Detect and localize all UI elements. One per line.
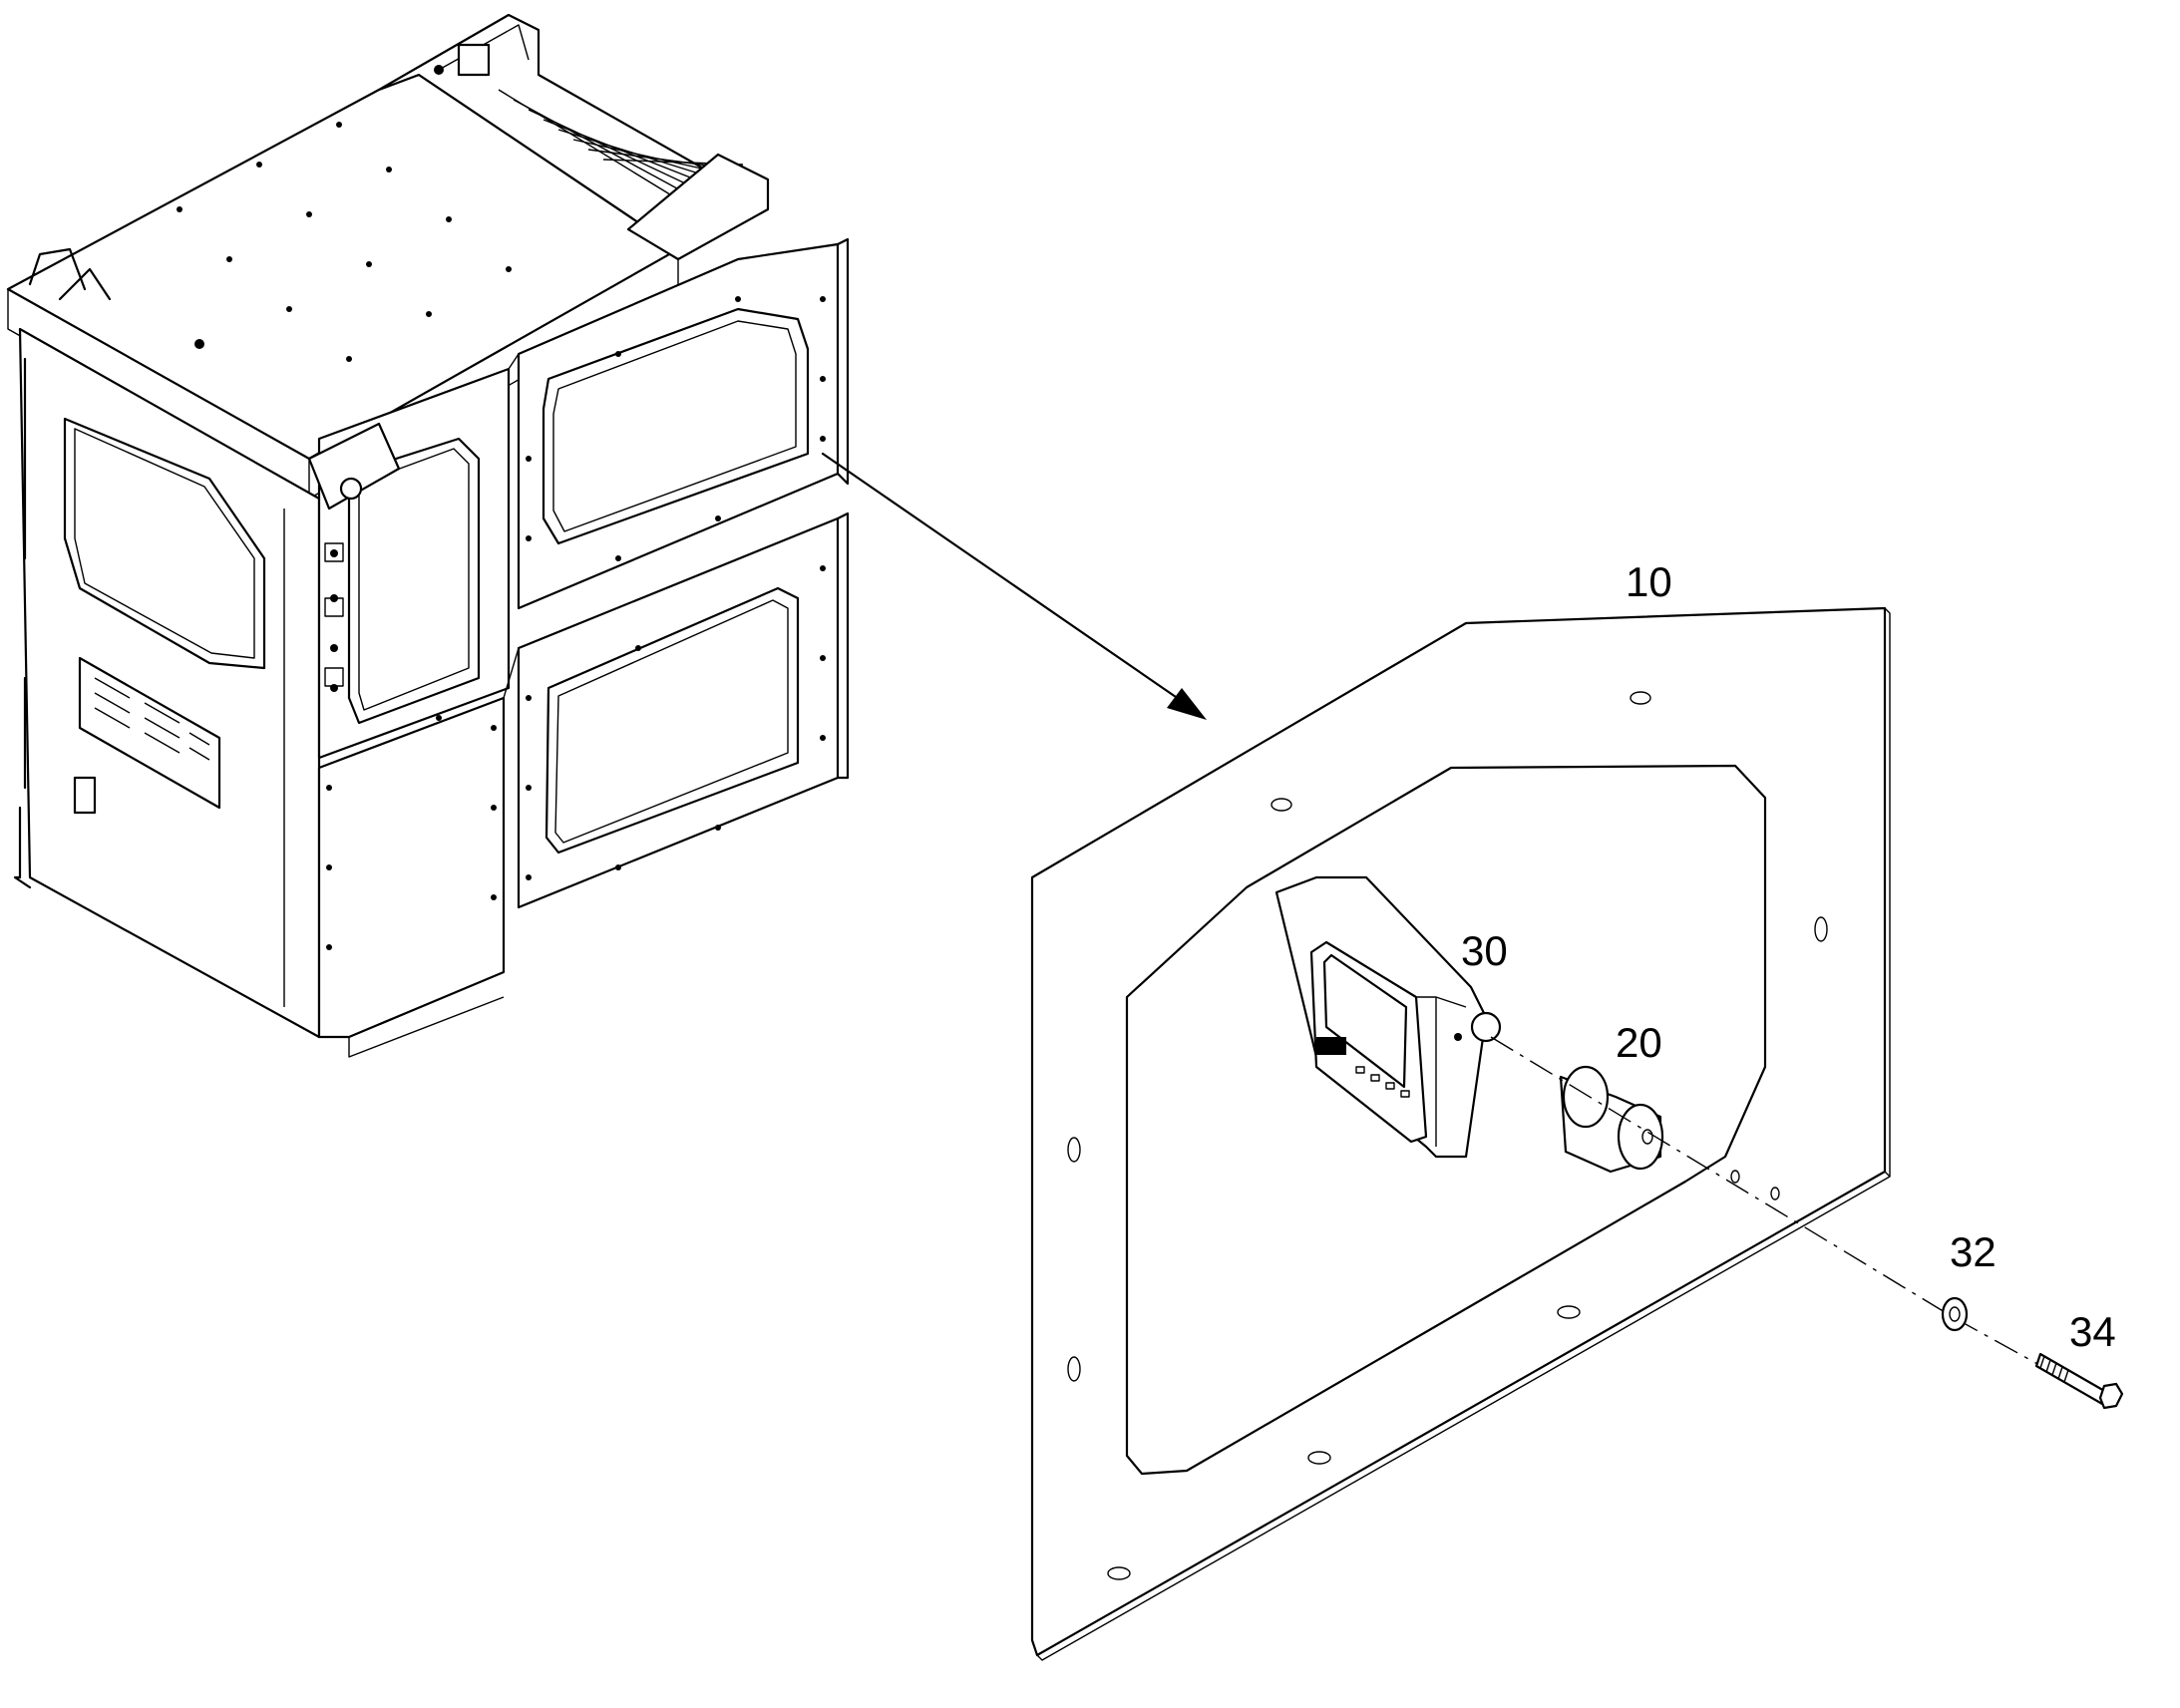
display-monitor <box>1274 875 1502 1159</box>
front-panel-lower-left <box>317 696 506 1039</box>
callout-32: 32 <box>1950 1228 1997 1275</box>
spacer <box>1559 1065 1664 1174</box>
cab-assembly <box>6 13 850 1058</box>
callout-30: 30 <box>1461 927 1508 974</box>
callout-10: 10 <box>1626 558 1672 605</box>
bolt <box>2034 1352 2124 1410</box>
roof-bolts <box>177 65 512 362</box>
callout-20: 20 <box>1616 1019 1662 1066</box>
panel-mounting-holes <box>1067 691 1828 1580</box>
mounting-panel <box>1030 606 2060 1661</box>
callout-34: 34 <box>2069 1308 2116 1355</box>
corner-light <box>307 422 401 511</box>
callout-labels: 10 30 20 32 34 <box>1461 558 2116 1355</box>
leader-arrow <box>821 452 1207 720</box>
roof-handle-left <box>28 247 87 291</box>
left-vent-grille <box>78 656 221 810</box>
washer <box>1941 1296 1969 1332</box>
left-door-window <box>63 417 266 670</box>
